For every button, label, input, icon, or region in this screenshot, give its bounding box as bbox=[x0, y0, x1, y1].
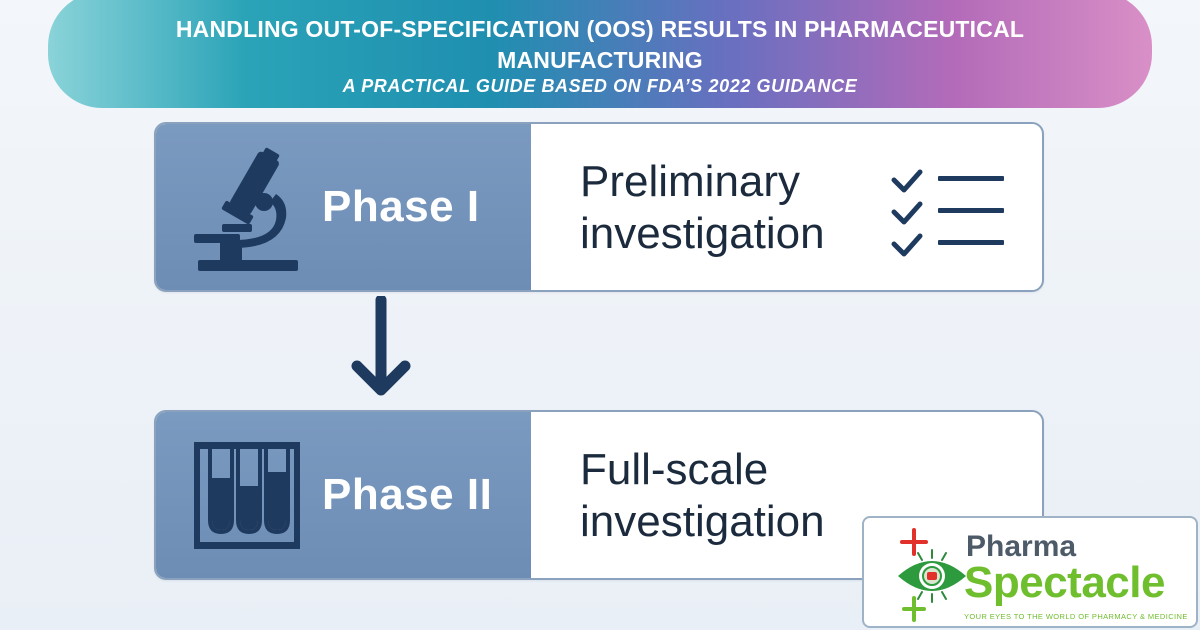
logo-text-spectacle: Spectacle bbox=[964, 558, 1165, 607]
phase-2-description-line-2: investigation bbox=[580, 497, 825, 546]
test-tubes-icon bbox=[194, 442, 300, 549]
logo-tagline: YOUR EYES TO THE WORLD OF PHARMACY & MED… bbox=[964, 612, 1188, 621]
phase-1-panel: Phase I bbox=[156, 124, 531, 290]
phase-1-label: Phase I bbox=[322, 182, 480, 231]
checklist-icon bbox=[891, 169, 1004, 257]
phase-2-description-line-1: Full-scale bbox=[580, 445, 769, 494]
page-subtitle: A PRACTICAL GUIDE BASED ON FDA’S 2022 GU… bbox=[342, 76, 858, 96]
phase-1-card: Phase I Preliminary investigation bbox=[154, 122, 1044, 292]
phase-1-description-line-1: Preliminary bbox=[580, 157, 801, 206]
phase-2-panel: Phase II bbox=[156, 412, 531, 578]
phase-2-label: Phase II bbox=[322, 470, 493, 519]
down-arrow-icon bbox=[351, 296, 411, 396]
eye-cross-logo-icon bbox=[898, 528, 966, 622]
phase-1-description-line-2: investigation bbox=[580, 209, 825, 258]
microscope-icon bbox=[194, 147, 298, 271]
page-title: HANDLING OUT-OF-SPECIFICATION (OOS) RESU… bbox=[175, 16, 1025, 73]
logo-text-pharma: Pharma bbox=[966, 530, 1077, 563]
title-banner: HANDLING OUT-OF-SPECIFICATION (OOS) RESU… bbox=[48, 0, 1152, 108]
phase-2-description: Full-scale investigation bbox=[580, 444, 825, 548]
phase-1-description: Preliminary investigation bbox=[580, 156, 825, 260]
pharma-spectacle-logo: Pharma Spectacle YOUR EYES TO THE WORLD … bbox=[862, 516, 1198, 628]
